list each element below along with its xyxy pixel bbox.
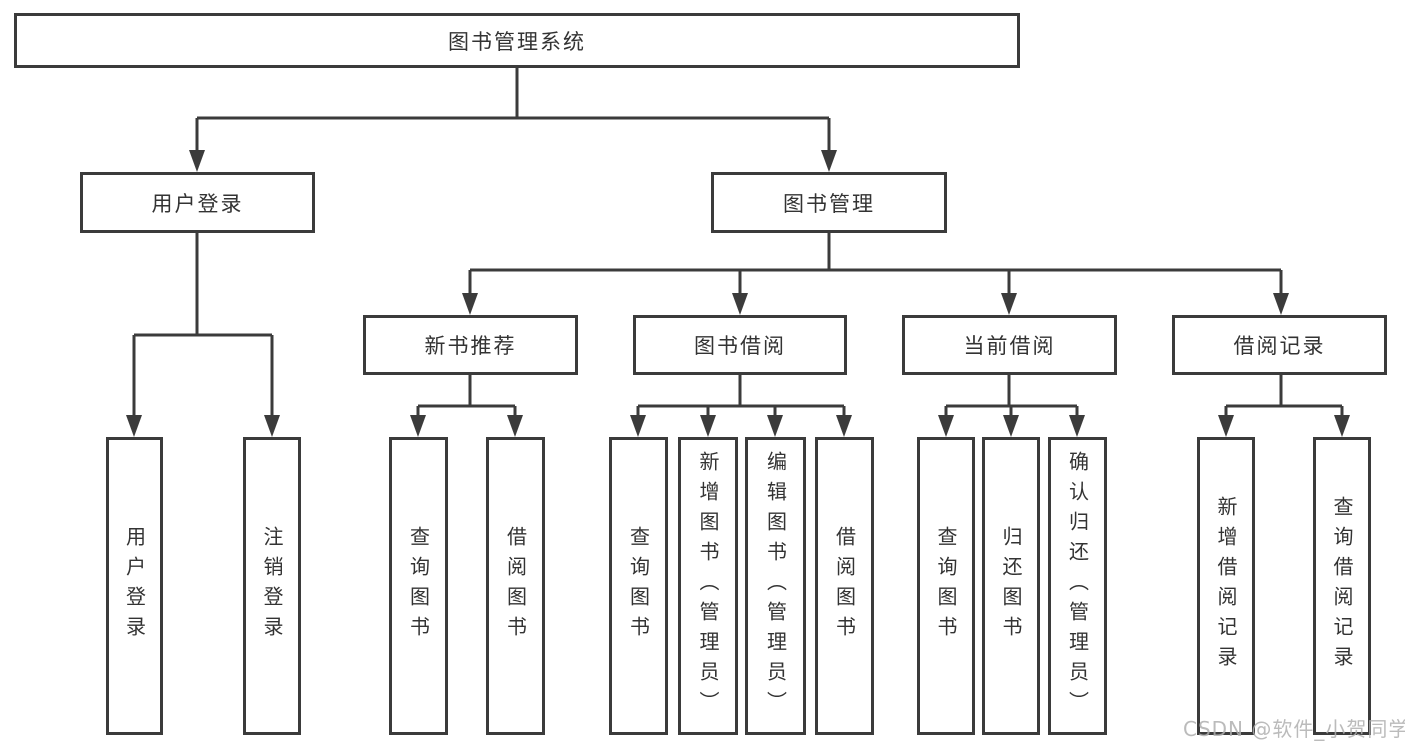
node-root: 图书管理系统 bbox=[14, 13, 1020, 68]
leaf-cb-return-books: 归还图书 bbox=[982, 437, 1040, 735]
leaf-nbr-query-books: 查询图书 bbox=[389, 437, 448, 735]
connector-new-book-to-leaves bbox=[410, 375, 523, 437]
connector-root-to-level1 bbox=[189, 68, 837, 172]
connector-borrow-records-to-leaves bbox=[1218, 375, 1350, 437]
node-user-login-branch: 用户登录 bbox=[80, 172, 315, 233]
leaf-br-add-borrow-record: 新增借阅记录 bbox=[1197, 437, 1255, 735]
watermark: CSDN @软件_小贺同学 bbox=[1183, 717, 1405, 741]
connector-book-borrow-to-leaves bbox=[630, 375, 852, 437]
node-borrow-records: 借阅记录 bbox=[1172, 315, 1387, 375]
leaf-bb-query-books: 查询图书 bbox=[609, 437, 668, 735]
leaf-cb-query-books: 查询图书 bbox=[917, 437, 975, 735]
connector-user-login-to-leaves bbox=[126, 233, 280, 437]
leaf-logout-login: 注销登录 bbox=[243, 437, 301, 735]
leaf-bb-borrow-books: 借阅图书 bbox=[815, 437, 874, 735]
leaf-nbr-borrow-books: 借阅图书 bbox=[486, 437, 545, 735]
leaf-bb-add-books-admin: 新增图书（管理员） bbox=[678, 437, 738, 735]
leaf-user-login: 用户登录 bbox=[106, 437, 163, 735]
leaf-bb-edit-books-admin: 编辑图书（管理员） bbox=[745, 437, 806, 735]
leaf-br-query-borrow-record: 查询借阅记录 bbox=[1313, 437, 1371, 735]
node-book-management: 图书管理 bbox=[711, 172, 947, 233]
connector-book-mgmt-to-level2 bbox=[462, 233, 1289, 315]
leaf-cb-confirm-return-admin: 确认归还（管理员） bbox=[1048, 437, 1107, 735]
node-new-book-recommend: 新书推荐 bbox=[363, 315, 578, 375]
node-current-borrowing: 当前借阅 bbox=[902, 315, 1117, 375]
node-book-borrowing: 图书借阅 bbox=[633, 315, 847, 375]
connector-current-borrow-to-leaves bbox=[938, 375, 1085, 437]
